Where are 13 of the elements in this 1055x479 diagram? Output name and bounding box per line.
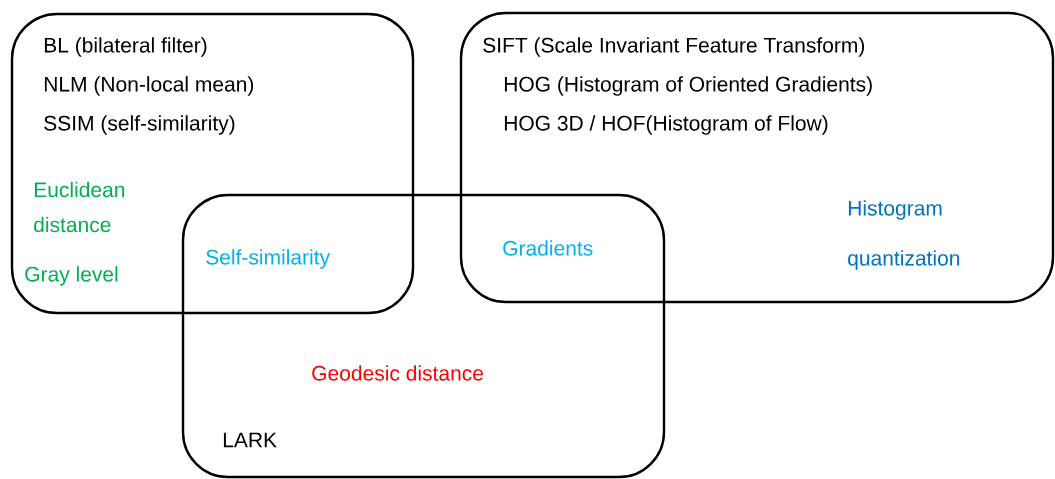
item-text: LARK [223,432,277,448]
item-text: HOG (Histogram of Oriented Gradients) [504,76,872,96]
overlap-label: Gradients [503,240,593,256]
item-text: Euclidean distance [34,181,125,233]
item-text: BL (bilateral filter) [44,37,207,57]
item-text: HOG 3D / HOF(Histogram of Flow) [504,115,828,135]
item-text: Gray level [25,266,118,286]
item-text: SIFT (Scale Invariant Feature Transform) [483,37,865,57]
overlap-label: Self-similarity [206,249,330,269]
item-text: Geodesic distance [312,365,483,381]
item-text: Histogram quantization [848,200,960,270]
item-text: NLM (Non-local mean) [44,76,254,96]
item-text: SSIM (self-similarity) [44,115,235,135]
